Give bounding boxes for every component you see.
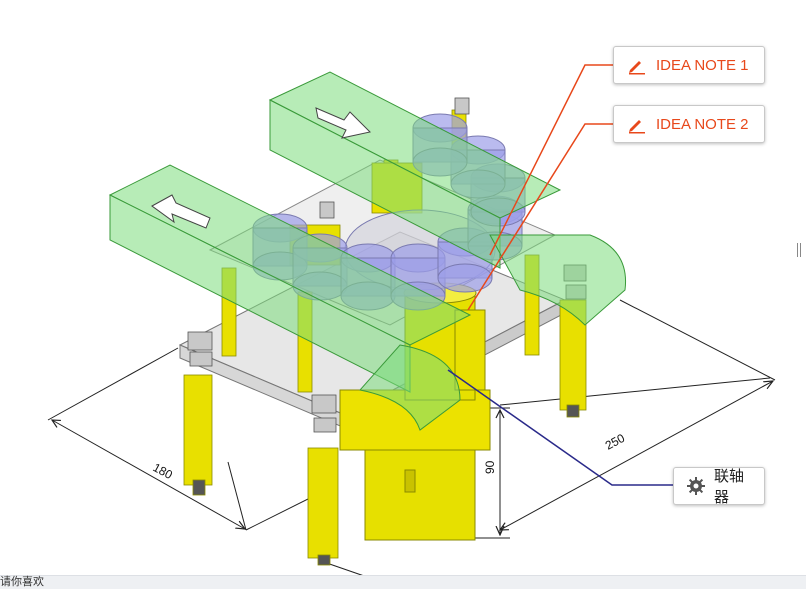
dimension-height-label: 90 [483, 460, 497, 474]
gear-icon [686, 475, 706, 497]
coupling-callout[interactable]: 联轴器 [673, 467, 765, 506]
dimension-depth-label: 250 [603, 431, 628, 453]
idea-note-2-callout[interactable]: IDEA NOTE 2 [613, 105, 765, 143]
coupling-label: 联轴器 [714, 468, 745, 506]
dimension-width-label: 180 [151, 460, 176, 482]
arrow-left [151, 194, 211, 229]
footer-bar: 请你喜欢 [0, 575, 806, 589]
arrow-right [315, 107, 372, 139]
direction-arrows [151, 107, 372, 229]
pencil-icon [626, 113, 648, 135]
idea-note-1-callout[interactable]: IDEA NOTE 1 [613, 46, 765, 84]
leader-lines [447, 64, 673, 486]
idea-note-2-label: IDEA NOTE 2 [656, 115, 749, 133]
conveyor-curve [489, 234, 627, 326]
pencil-icon [626, 54, 648, 76]
panel-resize-handle[interactable] [796, 243, 802, 257]
footer-text: 请你喜欢 [0, 576, 44, 588]
conveyor-belts [108, 71, 627, 431]
idea-note-1-label: IDEA NOTE 1 [656, 56, 749, 74]
